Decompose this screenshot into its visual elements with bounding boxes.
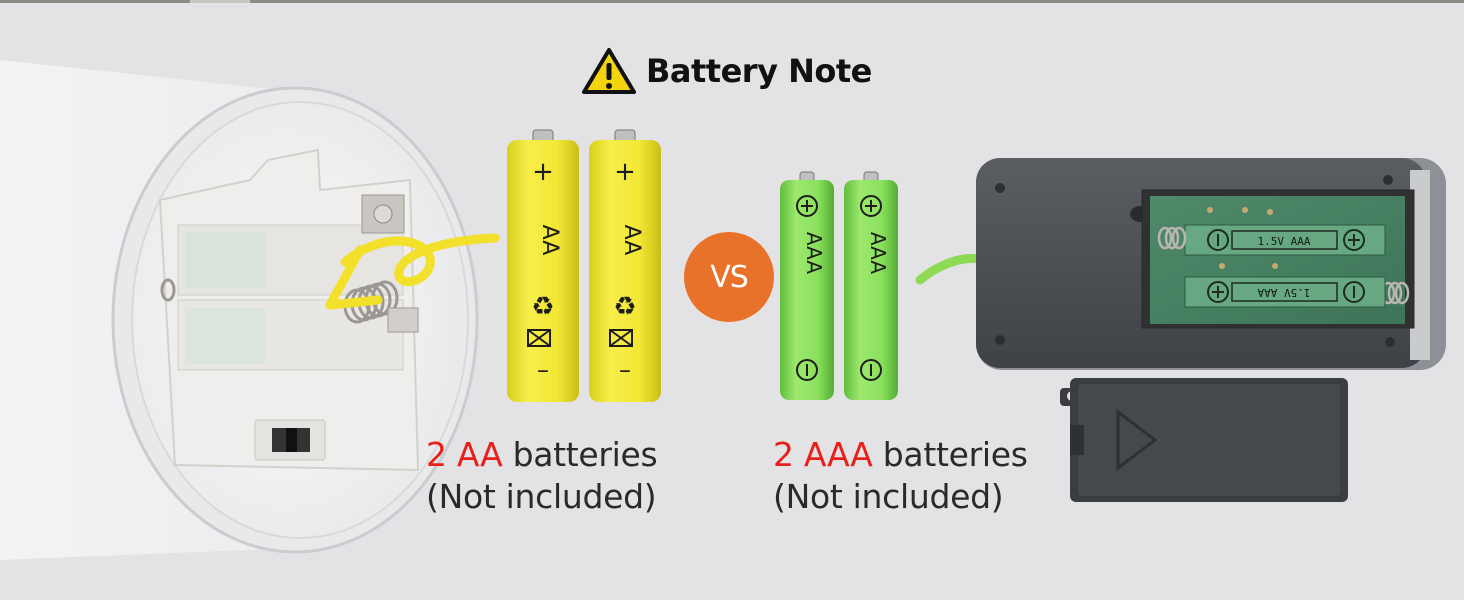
aaa-battery-1: AAA [780, 171, 834, 400]
aa-batteries-illustration: + AA ♻ – + AA ♻ – [507, 129, 661, 402]
aaa-batteries-illustration: AAA AAA [780, 171, 898, 400]
aa-word: batteries [512, 435, 658, 474]
svg-text:AA: AA [619, 225, 644, 256]
svg-text:–: – [537, 356, 549, 384]
aaa-count-type: 2 AAA [773, 435, 873, 474]
aa-battery-2: + AA ♻ – [589, 129, 661, 402]
aa-count-type: 2 AA [426, 435, 503, 474]
aa-battery-1: + AA ♻ – [507, 129, 579, 402]
aaa-caption: 2 AAA batteries (Not included) [773, 434, 1028, 518]
svg-text:+: + [532, 157, 554, 187]
aaa-word: batteries [882, 435, 1028, 474]
svg-text:AAA: AAA [802, 232, 826, 274]
vs-badge: VS [684, 232, 774, 322]
aaa-battery-2: AAA [844, 171, 898, 400]
aaa-note: (Not included) [773, 477, 1004, 516]
svg-text:–: – [619, 356, 631, 384]
warning-icon [582, 48, 636, 94]
svg-text:+: + [614, 157, 636, 187]
aa-insert-arrow [340, 233, 500, 287]
remote-battery-compartment-photo: 1.5V AAA 1.5V AAA [976, 158, 1446, 502]
svg-text:AA: AA [537, 225, 562, 256]
svg-text:1.5V AAA: 1.5V AAA [1258, 235, 1311, 248]
recycle-icon: ♻ [531, 292, 554, 322]
candle-battery-compartment-photo [0, 60, 500, 560]
aa-note: (Not included) [426, 477, 657, 516]
title-text: Battery Note [646, 52, 872, 90]
svg-text:AAA: AAA [866, 232, 890, 274]
top-edge-strip [0, 0, 1464, 3]
svg-text:1.5V AAA: 1.5V AAA [1257, 286, 1310, 299]
recycle-icon: ♻ [613, 292, 636, 322]
aa-caption: 2 AA batteries (Not included) [426, 434, 658, 518]
battery-note-title: Battery Note [582, 46, 872, 96]
